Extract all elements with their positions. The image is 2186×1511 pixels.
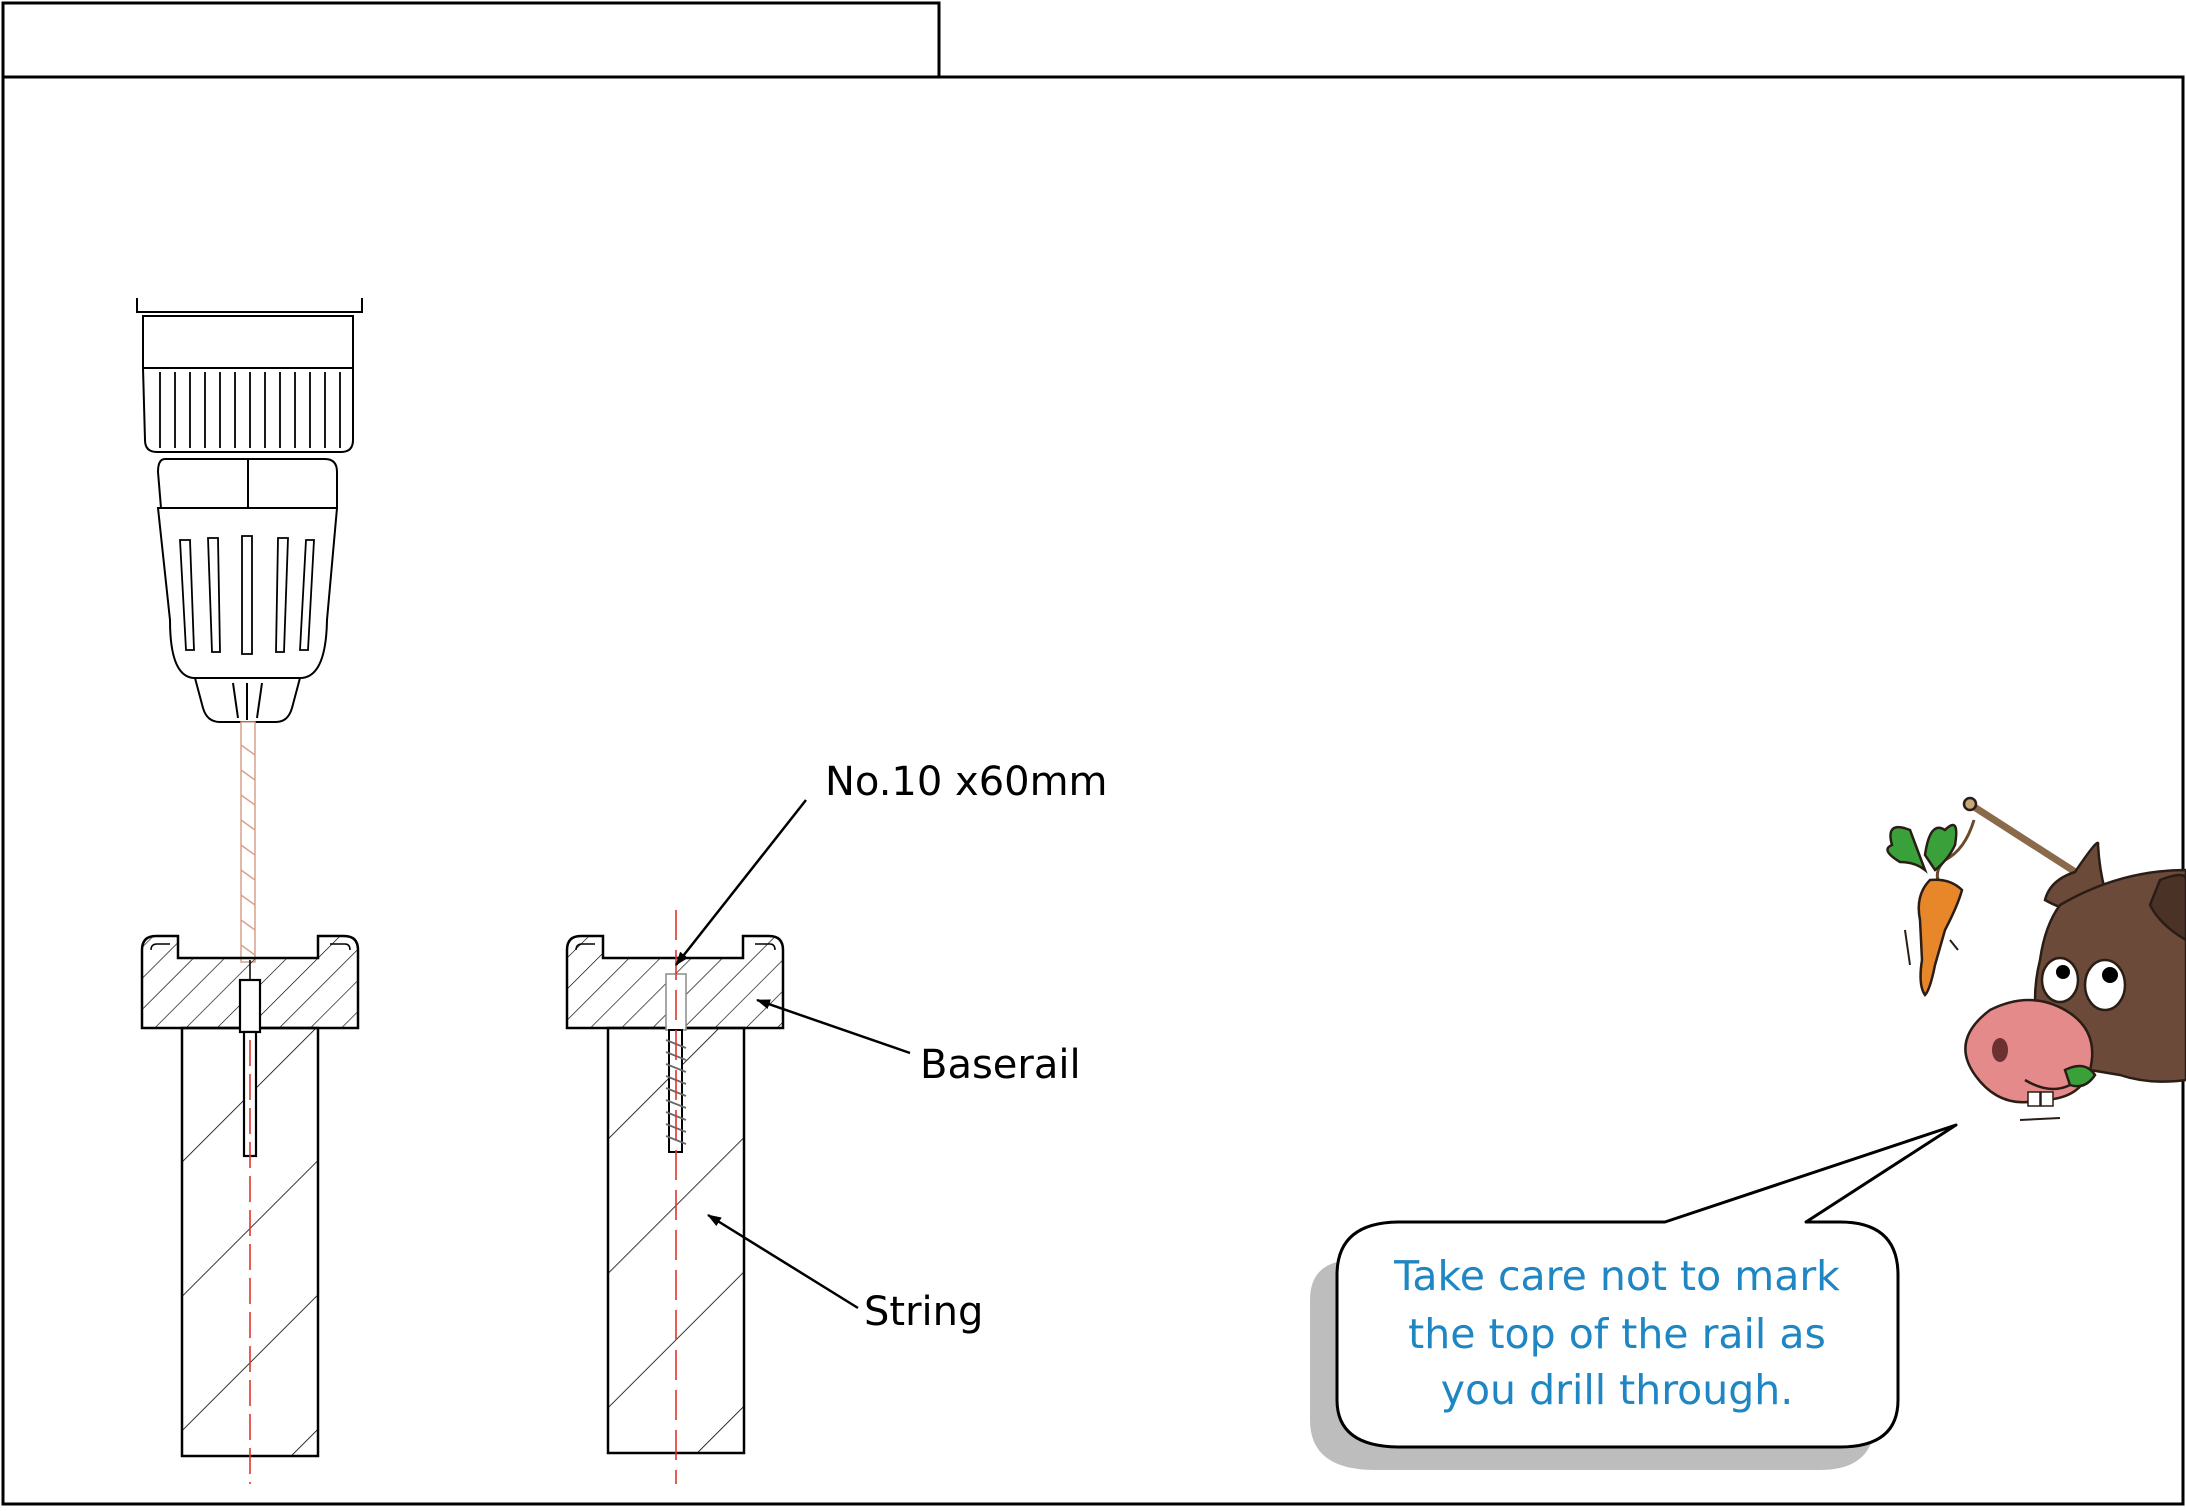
drill-bit [241, 722, 255, 962]
bubble-line-1: Take care not to mark [1393, 1252, 1840, 1300]
carrot-leaves [1888, 825, 1957, 870]
label-screw: No.10 x60mm [825, 759, 1108, 805]
drill-chuck [137, 298, 362, 722]
callout-screw [676, 800, 806, 965]
bubble-line-2: the top of the rail as [1408, 1310, 1826, 1358]
bubble-line-3: you drill through. [1441, 1366, 1794, 1414]
carrot [1919, 880, 1962, 995]
donkey-mascot [1888, 798, 2186, 1120]
label-string: String [864, 1289, 983, 1335]
label-baserail: Baserail [920, 1042, 1081, 1088]
